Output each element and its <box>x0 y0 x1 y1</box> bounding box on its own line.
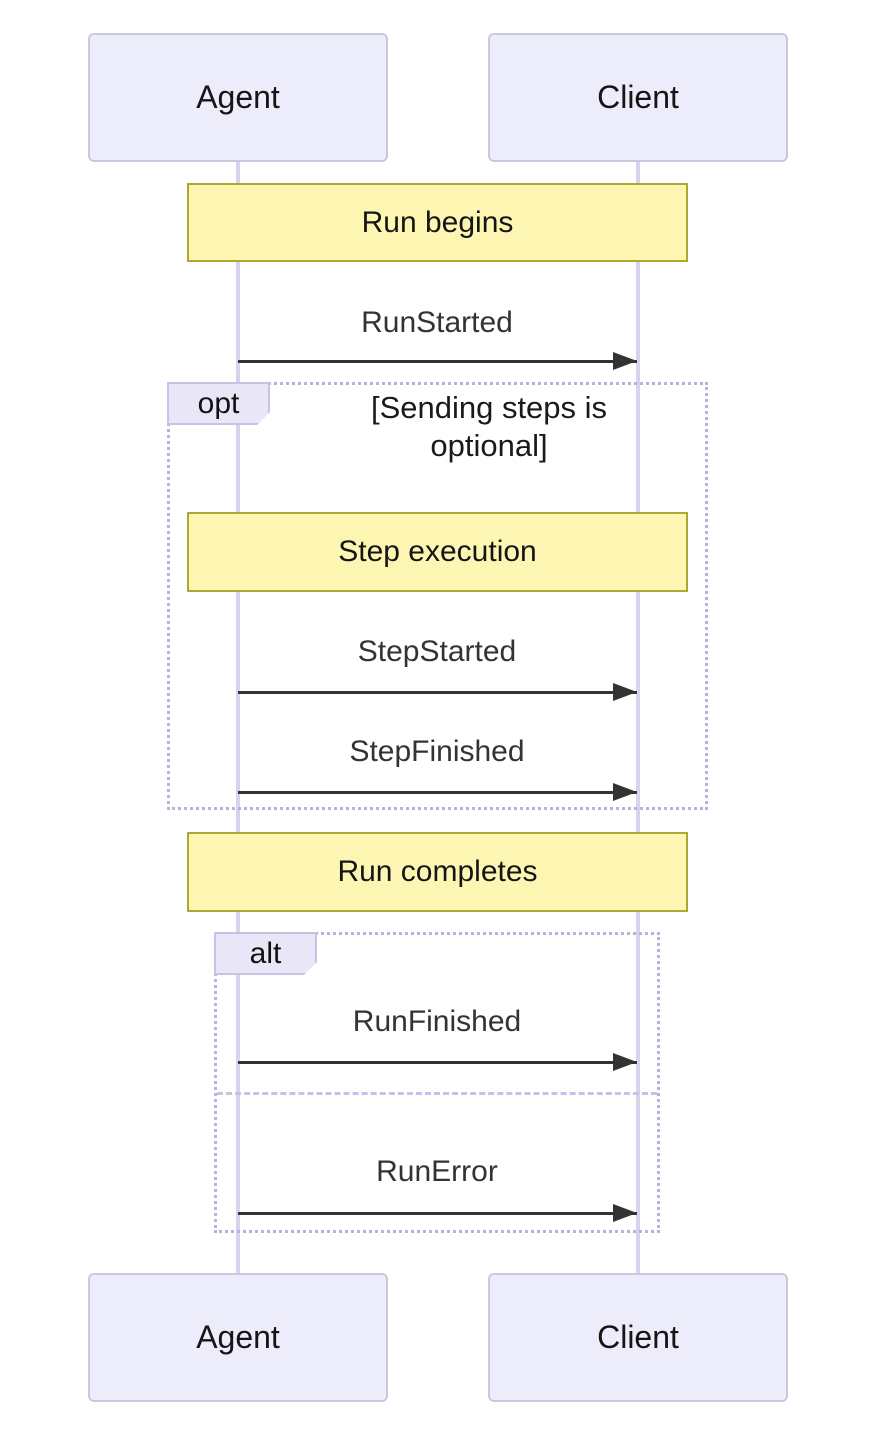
actor-agent-bottom: Agent <box>88 1273 388 1402</box>
arrowhead-icon <box>613 683 637 701</box>
alt-fragment-divider <box>217 1092 657 1095</box>
message-run-error-label: RunError <box>376 1155 498 1188</box>
message-run-error-arrow <box>238 1204 637 1222</box>
message-run-started-label: RunStarted <box>361 306 513 339</box>
message-step-finished-label: StepFinished <box>349 735 525 768</box>
actor-agent-top-label: Agent <box>196 79 280 115</box>
actor-client-top: Client <box>488 33 788 162</box>
arrowhead-icon <box>613 1204 637 1222</box>
message-run-finished-arrow <box>238 1053 637 1071</box>
alt-fragment-label: alt <box>214 932 317 975</box>
message-step-started-arrow <box>238 683 637 701</box>
arrowhead-icon <box>613 352 637 370</box>
actor-client-bottom-label: Client <box>597 1319 679 1355</box>
client-lifeline <box>636 162 640 1273</box>
arrowhead-icon <box>613 1053 637 1071</box>
actor-client-top-label: Client <box>597 79 679 115</box>
actor-agent-top: Agent <box>88 33 388 162</box>
opt-fragment: opt <box>167 382 708 810</box>
message-run-finished-label: RunFinished <box>352 1005 522 1038</box>
message-step-finished-arrow <box>238 783 637 801</box>
message-run-started-arrow <box>238 352 637 370</box>
note-run-completes-label: Run completes <box>337 855 538 888</box>
note-run-begins-label: Run begins <box>361 205 514 239</box>
actor-agent-bottom-label: Agent <box>196 1319 280 1355</box>
note-run-begins: Run begins <box>187 183 688 262</box>
note-run-completes: Run completes <box>187 832 688 912</box>
agent-lifeline <box>236 162 240 1273</box>
alt-fragment-label-text: alt <box>249 936 282 970</box>
note-step-execution: Step execution <box>187 512 688 592</box>
opt-fragment-label-text: opt <box>197 386 240 420</box>
opt-fragment-condition: [Sending steps is optional] <box>370 390 608 463</box>
opt-fragment-label: opt <box>167 382 270 425</box>
note-step-execution-label: Step execution <box>338 535 537 568</box>
actor-client-bottom: Client <box>488 1273 788 1402</box>
message-step-started-label: StepStarted <box>357 635 517 668</box>
arrowhead-icon <box>613 783 637 801</box>
alt-fragment: alt <box>214 932 660 1233</box>
